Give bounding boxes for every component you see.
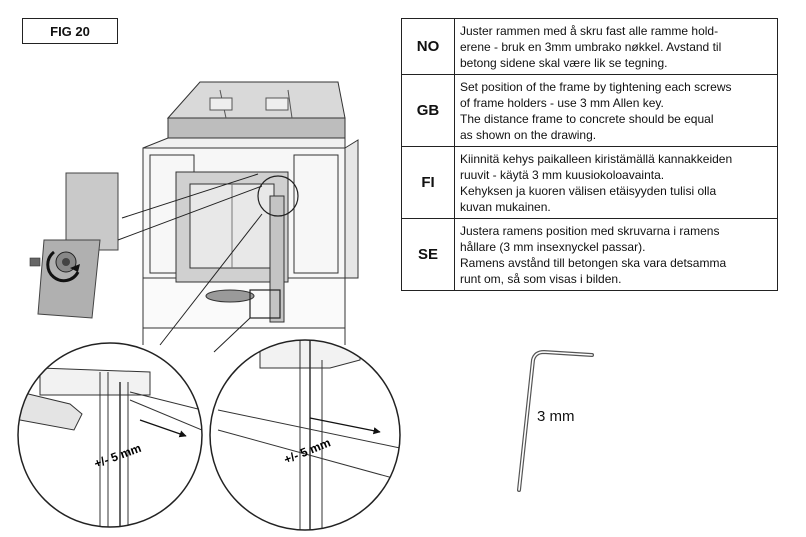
instruction-line: hållare (3 mm insexnyckel passar). bbox=[460, 239, 646, 254]
instruction-row-gb: GB Set position of the frame by tighteni… bbox=[401, 74, 778, 147]
instruction-line: ruuvit - käytä 3 mm kuusiokoloavainta. bbox=[460, 167, 665, 182]
instruction-text: Kiinnitä kehys paikalleen kiristämällä k… bbox=[454, 146, 778, 219]
instruction-row-no: NO Juster rammen med å skru fast alle ra… bbox=[401, 18, 778, 75]
allen-key-size-label: 3 mm bbox=[537, 408, 575, 425]
frame-holder-bracket bbox=[29, 172, 119, 319]
instruction-row-se: SE Justera ramens position med skruvarna… bbox=[401, 218, 778, 291]
instruction-table: NO Juster rammen med å skru fast alle ra… bbox=[401, 18, 778, 291]
instruction-text: Justera ramens position med skruvarna i … bbox=[454, 218, 778, 291]
figure-label: FIG 20 bbox=[22, 18, 118, 44]
instruction-line: runt om, så som visas i bilden. bbox=[460, 271, 622, 286]
instruction-row-fi: FI Kiinnitä kehys paikalleen kiristämäll… bbox=[401, 146, 778, 219]
instruction-line: Juster rammen med å skru fast alle ramme… bbox=[460, 23, 719, 38]
instruction-line: betong sidene skal være lik se tegning. bbox=[460, 55, 668, 70]
leader-lines bbox=[117, 173, 263, 353]
instruction-line: Kehyksen ja kuoren välisen etäisyyden tu… bbox=[460, 183, 717, 198]
detail-box-bottom bbox=[249, 289, 281, 319]
instruction-line: erene - bruk en 3mm umbrako nøkkel. Avst… bbox=[460, 39, 722, 54]
language-code: GB bbox=[401, 74, 455, 147]
instruction-line: Ramens avstånd till betongen ska vara de… bbox=[460, 255, 727, 270]
language-code: NO bbox=[401, 18, 455, 75]
instruction-line: Kiinnitä kehys paikalleen kiristämällä k… bbox=[460, 151, 733, 166]
language-code: SE bbox=[401, 218, 455, 291]
instruction-line: The distance frame to concrete should be… bbox=[460, 111, 714, 126]
detail-view-left bbox=[18, 343, 202, 527]
instruction-text: Set position of the frame by tightening … bbox=[454, 74, 778, 147]
instruction-text: Juster rammen med å skru fast alle ramme… bbox=[454, 18, 778, 75]
instruction-line: as shown on the drawing. bbox=[460, 127, 597, 142]
instruction-line: of frame holders - use 3 mm Allen key. bbox=[460, 95, 664, 110]
detail-circle-top bbox=[257, 175, 299, 217]
language-code: FI bbox=[401, 146, 455, 219]
instruction-line: kuvan mukainen. bbox=[460, 199, 551, 214]
detail-view-right bbox=[210, 340, 400, 530]
instruction-line: Set position of the frame by tightening … bbox=[460, 79, 732, 94]
instruction-line: Justera ramens position med skruvarna i … bbox=[460, 223, 720, 238]
